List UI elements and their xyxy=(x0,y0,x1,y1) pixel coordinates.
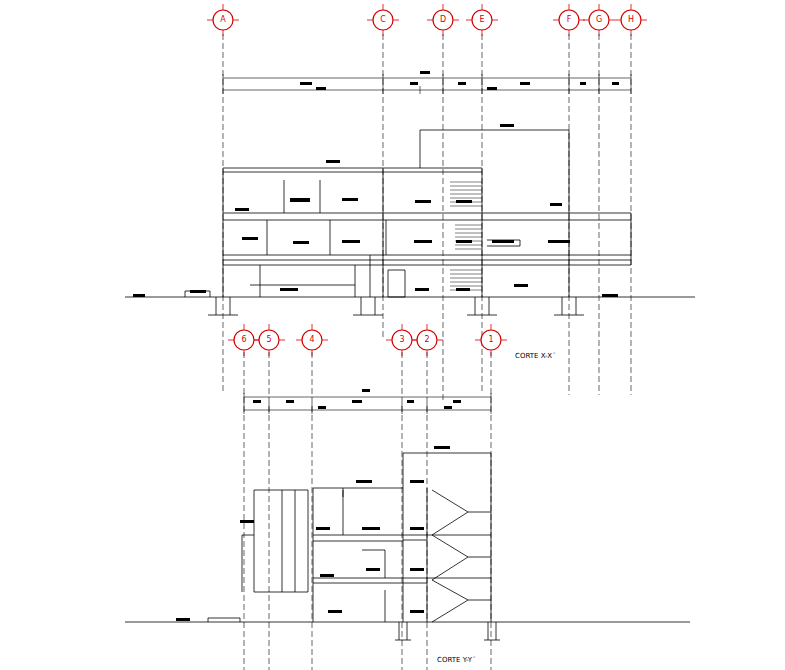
grid-bubble: 3 xyxy=(391,329,413,351)
grid-label: H xyxy=(620,9,642,31)
section-title: CORTE X-X´ xyxy=(515,352,556,360)
bubble-circle xyxy=(433,10,453,30)
grid-label: C xyxy=(372,9,394,31)
grid-bubble: 6 xyxy=(233,329,255,351)
building-section xyxy=(125,130,695,315)
bubble-circle xyxy=(373,10,393,30)
grid-label: 5 xyxy=(258,329,280,351)
room-label-mark xyxy=(176,446,450,621)
grid-bubble: 2 xyxy=(416,329,438,351)
grid-label: 1 xyxy=(480,329,502,351)
grid-label: 3 xyxy=(391,329,413,351)
bubble-circle xyxy=(481,330,501,350)
bubble-circle xyxy=(302,330,322,350)
grid-bubble: G xyxy=(588,9,610,31)
grid-bubble: D xyxy=(432,9,454,31)
bubble-circle xyxy=(392,330,412,350)
bubble-circle xyxy=(417,330,437,350)
bubble-circle xyxy=(234,330,254,350)
grid-bubble: F xyxy=(558,9,580,31)
grid-bubble: 4 xyxy=(301,329,323,351)
section-title: CORTE Y-Y´ xyxy=(437,656,476,664)
grid-label: D xyxy=(432,9,454,31)
grid-label: 2 xyxy=(416,329,438,351)
grid-bubble: C xyxy=(372,9,394,31)
grid-label: 4 xyxy=(301,329,323,351)
bubble-circle xyxy=(213,10,233,30)
grid-label: A xyxy=(212,9,234,31)
bubble-circle xyxy=(559,10,579,30)
grid-bubble: A xyxy=(212,9,234,31)
grid-crosshair xyxy=(207,4,647,356)
grid-bubble: 1 xyxy=(480,329,502,351)
grid-bubble: H xyxy=(620,9,642,31)
grid-label: 6 xyxy=(233,329,255,351)
grid-bubble: E xyxy=(471,9,493,31)
bubble-circle xyxy=(472,10,492,30)
building-section xyxy=(125,453,690,640)
bubble-circle xyxy=(589,10,609,30)
dimension-line xyxy=(223,74,631,414)
grid-bubble: 5 xyxy=(258,329,280,351)
bubble-circle xyxy=(621,10,641,30)
stair-hatch xyxy=(450,182,482,290)
grid-label: E xyxy=(471,9,493,31)
room-label-mark xyxy=(133,124,618,297)
grid-label: G xyxy=(588,9,610,31)
grid-label: F xyxy=(558,9,580,31)
bubble-circle xyxy=(259,330,279,350)
